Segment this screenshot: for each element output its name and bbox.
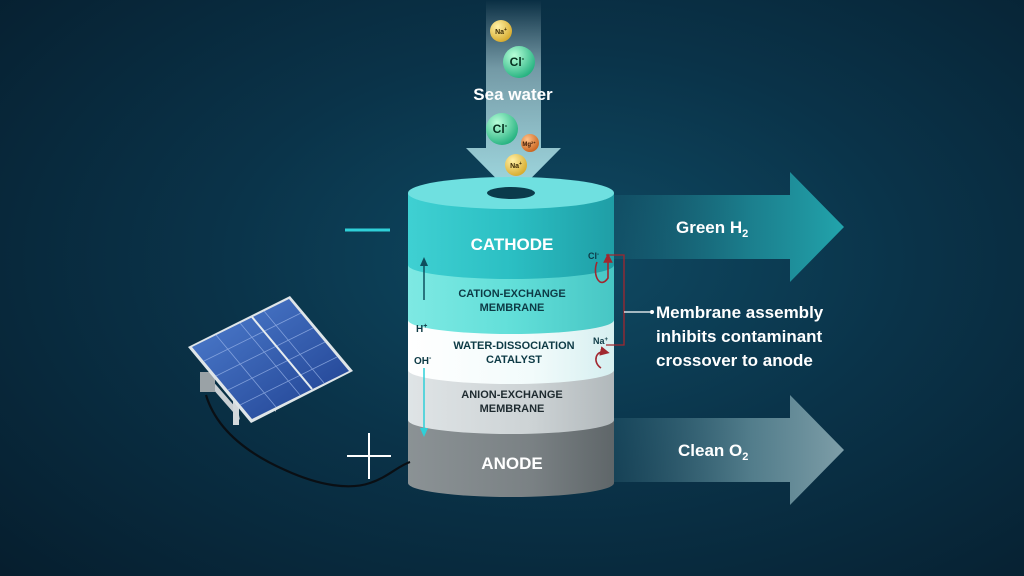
cathode-layer (408, 177, 614, 279)
ion-cl-2: Cl- (486, 113, 518, 145)
electrolyzer-cell (408, 177, 614, 497)
callout-line-1: Membrane assembly (656, 303, 824, 322)
hydroxide-label: OH- (414, 355, 432, 367)
power-wire (204, 394, 411, 488)
cation-exchange-membrane-layer (408, 265, 614, 334)
chloride-label: Cl- (588, 251, 599, 261)
anion-membrane-label-line1: ANION-EXCHANGE (461, 389, 562, 401)
o2-output-arrow (612, 395, 844, 505)
chloride-rejection-arrow (594, 253, 613, 284)
hydroxide-transport-arrow (420, 368, 428, 437)
callout-bracket (606, 254, 654, 346)
svg-text:Cl-: Cl- (493, 121, 508, 136)
svg-text:Na+: Na+ (510, 161, 522, 170)
clean-o2-label: Clean O2 (678, 441, 748, 463)
solar-panel-icon (188, 296, 353, 425)
catalyst-label-line2: CATALYST (486, 354, 542, 366)
anion-membrane-label-line2: MEMBRANE (480, 403, 545, 415)
anode-label: ANODE (481, 454, 542, 473)
sodium-label: Na+ (593, 336, 609, 346)
water-dissociation-catalyst-layer (408, 320, 614, 384)
svg-text:Cl-: Cl- (510, 54, 525, 69)
catalyst-label-line1: WATER-DISSOCIATION (453, 340, 574, 352)
anode-layer (408, 420, 614, 497)
proton-transport-arrow (420, 257, 428, 300)
callout-line-2: inhibits contaminant (656, 327, 823, 346)
svg-text:Mg2+: Mg2+ (522, 140, 536, 148)
svg-text:Na+: Na+ (495, 27, 507, 36)
cathode-label: CATHODE (471, 235, 554, 254)
proton-label: H+ (416, 323, 427, 335)
ion-cl-1: Cl- (503, 46, 535, 78)
cation-membrane-label-line1: CATION-EXCHANGE (458, 288, 565, 300)
ion-na-1: Na+ (490, 20, 512, 42)
callout-line-3: crossover to anode (656, 351, 813, 370)
h2-output-arrow (612, 172, 844, 282)
sea-water-label: Sea water (473, 85, 553, 104)
ion-na-2: Na+ (505, 154, 527, 176)
ion-mg: Mg2+ (521, 134, 539, 152)
plus-terminal-icon (347, 433, 391, 479)
green-h2-label: Green H2 (676, 218, 748, 240)
sodium-rejection-arrow (595, 346, 610, 369)
anion-exchange-membrane-layer (408, 370, 614, 434)
cation-membrane-label-line2: MEMBRANE (480, 302, 545, 314)
